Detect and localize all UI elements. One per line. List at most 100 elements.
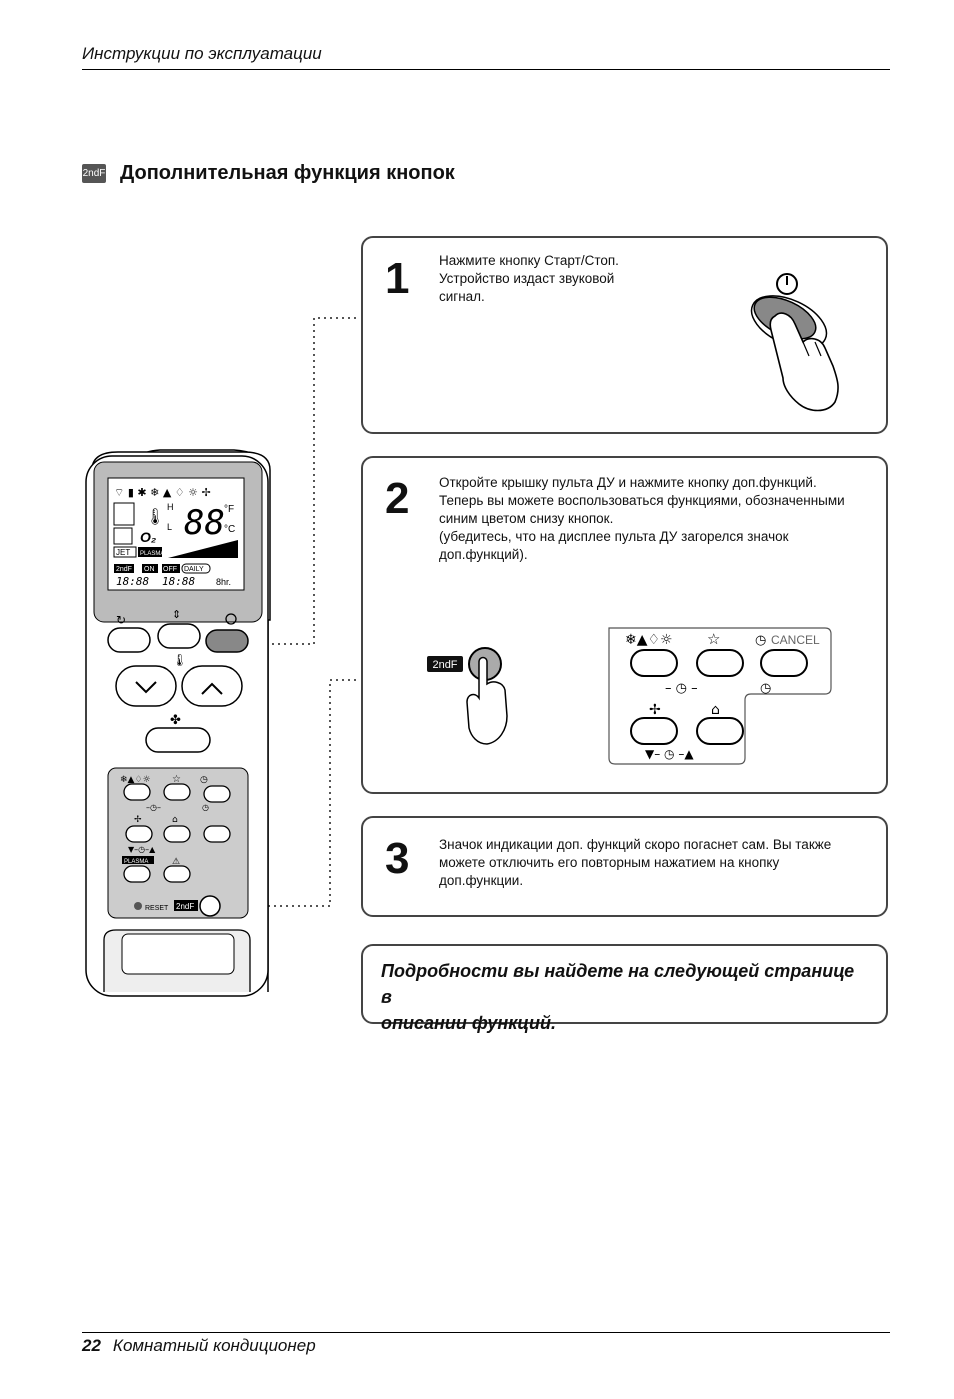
fan-button (630, 717, 678, 745)
footer: 22 Комнатный кондиционер (82, 1336, 316, 1356)
page-number: 22 (82, 1336, 101, 1355)
svg-text:🌡︎: 🌡︎ (145, 507, 165, 526)
svg-text:⌂: ⌂ (172, 815, 178, 825)
step-3-line: можете отключить его повторным нажатием … (439, 855, 780, 870)
footer-title: Комнатный кондиционер (112, 1336, 316, 1355)
lcd-o2: O₂ (140, 529, 156, 545)
fan-speed-bars (168, 540, 238, 558)
step-2-line: (убедитесь, что на дисплее пульта ДУ заг… (439, 529, 789, 544)
remote-cover (103, 929, 251, 992)
section-title: Дополнительная функция кнопок (120, 162, 455, 184)
plasma-label: PLASMA (124, 859, 148, 865)
step-2-box: 2 Откройте крышку пульта ДУ и нажмите кн… (361, 456, 888, 794)
lcd-display (107, 477, 245, 591)
step-2-line: синим цветом снизу кнопок. (439, 511, 614, 526)
chevron-down-icon (135, 681, 157, 694)
lcd-plasma: PLASMA (140, 551, 164, 557)
svg-text:☆: ☆ (172, 774, 181, 785)
svg-text:⚠: ⚠ (172, 857, 180, 867)
step-2-line: доп.функций). (439, 547, 528, 562)
step-1-line: Устройство издаст звуковой (439, 271, 615, 286)
reset-label: RESET (145, 905, 169, 912)
fan-speed-button (145, 727, 211, 753)
step-1-box: 1 Нажмите кнопку Старт/Стоп. Устройство … (361, 236, 888, 434)
connector-step-2 (226, 679, 359, 907)
lcd-jet: JET (116, 548, 130, 557)
lcd-off: OFF (163, 566, 177, 573)
hidden-button-panel (107, 767, 249, 919)
step-2-text: Откройте крышку пульта ДУ и нажмите кноп… (439, 474, 879, 564)
header-rule (82, 69, 890, 70)
lcd-h: H (167, 502, 174, 512)
note-line: описании функций. (381, 1013, 556, 1033)
svg-text:❄▲♢☼: ❄▲♢☼ (120, 775, 151, 785)
mode-icons: ❄▲♢☼ (625, 632, 673, 648)
auto-clean-button (163, 865, 191, 883)
power-icon (225, 613, 237, 625)
star-button (696, 649, 744, 677)
remote-2ndf-button (199, 895, 221, 917)
timer-icon: ◷ (760, 681, 771, 696)
lcd-digits: 88 (184, 503, 225, 543)
plasma-button (123, 865, 151, 883)
display-frame (93, 461, 263, 623)
power-button (205, 629, 249, 653)
second-function-illustration: 2ndF ❄▲♢☼ ☆ ◷ CANCEL – ◷ – ◷ ✢ ⌂ ▼– ◷ –▲ (427, 627, 832, 765)
note-text: Подробности вы найдете на следующей стра… (381, 958, 861, 1036)
home-icon: ⌂ (711, 702, 720, 718)
timer-arrows-icon: – ◷ – (665, 681, 698, 696)
step-number: 3 (385, 834, 410, 883)
lcd-on: ON (144, 566, 155, 573)
reset-button (134, 902, 142, 910)
step-1-line: Нажмите кнопку Старт/Стоп. (439, 253, 619, 268)
note-box: Подробности вы найдете на следующей стра… (361, 944, 888, 1033)
svg-text:–◷–: –◷– (146, 803, 161, 812)
svg-text:✢: ✢ (134, 815, 142, 825)
lcd-time-1: 18:88 (116, 575, 149, 588)
mode-button (630, 649, 678, 677)
section-heading: 2ndF Дополнительная функция кнопок (82, 162, 455, 185)
temperature-icon: 🌡︎ (172, 653, 187, 667)
remote-2ndf-label: 2ndF (176, 902, 194, 911)
step-2-line: Откройте крышку пульта ДУ и нажмите кноп… (439, 475, 817, 490)
note-line: Подробности вы найдете на следующей стра… (381, 961, 855, 1007)
svg-text:▼–◷–▲: ▼–◷–▲ (128, 845, 156, 854)
fan-icon: ✤ (170, 713, 181, 728)
second-function-tag (427, 656, 463, 672)
header-title: Инструкции по эксплуатации (82, 44, 322, 63)
power-icon (776, 273, 798, 295)
temp-down-button (115, 665, 177, 707)
step-2-line: Теперь вы можете воспользоваться функция… (439, 493, 845, 508)
home-button (696, 717, 744, 745)
footer-rule (82, 1332, 890, 1333)
power-button-hand-illustration (750, 273, 839, 412)
lcd-l: L (167, 522, 172, 532)
lcd-daily: DAILY (184, 566, 204, 573)
step-3-text: Значок индикации доп. функций скоро пога… (439, 836, 879, 890)
timer-icon: ◷ (755, 633, 766, 648)
lcd-unit-f: °F (224, 504, 234, 515)
connector-step-1 (230, 317, 359, 645)
swing-button (107, 627, 151, 653)
pressing-hand-icon (769, 312, 839, 412)
second-function-icon: 2ndF (82, 164, 106, 183)
step-1-line: сигнал. (439, 289, 485, 304)
second-function-tag-label: 2ndF (432, 659, 457, 671)
fan-direction-icon: ✢ (649, 702, 661, 718)
svg-text:◷: ◷ (200, 775, 208, 785)
cancel-label: CANCEL (771, 633, 820, 647)
step-3-line: доп.функции. (439, 873, 524, 888)
svg-text:◷: ◷ (202, 803, 209, 812)
direction-icon: ⇕ (172, 608, 181, 621)
step-number: 1 (385, 254, 410, 303)
pressing-hand-icon (466, 656, 508, 745)
cancel-button (760, 649, 808, 677)
direction-button (157, 623, 201, 649)
swing-icon: ↻ (116, 613, 126, 627)
lcd-2ndf: 2ndF (116, 566, 132, 573)
step-3-line: Значок индикации доп. функций скоро пога… (439, 837, 832, 852)
step-3-box: 3 Значок индикации доп. функций скоро по… (361, 816, 888, 917)
chevron-up-icon (201, 682, 223, 695)
lcd-time-2: 18:88 (162, 575, 195, 588)
remote-body (85, 455, 269, 997)
